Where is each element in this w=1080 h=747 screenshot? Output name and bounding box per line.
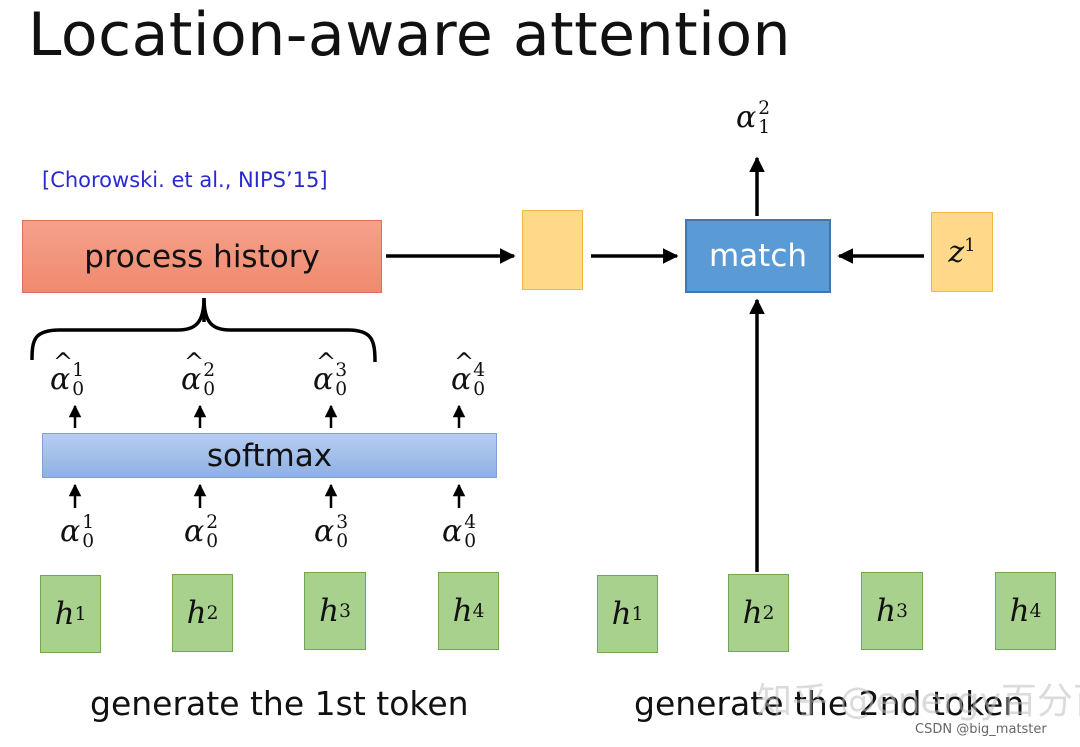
alpha-hat-4: α40	[451, 348, 485, 400]
location-feature-box	[522, 210, 583, 290]
z1-box: z1	[931, 212, 993, 292]
citation: [Chorowski. et al., NIPS’15]	[42, 168, 328, 192]
csdn-watermark: CSDN @big_matster	[915, 722, 1047, 737]
caption-first-token: generate the 1st token	[90, 684, 469, 723]
zhihu-watermark: 知乎 @energy百分百	[756, 681, 1080, 722]
alpha-hat-1: α10	[50, 348, 84, 400]
caption-second-token: generate the 2nd token	[634, 684, 1025, 723]
process-history-box: process history	[22, 220, 382, 293]
match-box: match	[685, 219, 831, 293]
z1-symbol: z1	[948, 234, 976, 270]
softmax-box: softmax	[42, 433, 497, 478]
slide-title: Location-aware attention	[28, 0, 792, 70]
alpha-hat-3: α30	[313, 348, 347, 400]
alpha-hat-2: α20	[181, 348, 215, 400]
